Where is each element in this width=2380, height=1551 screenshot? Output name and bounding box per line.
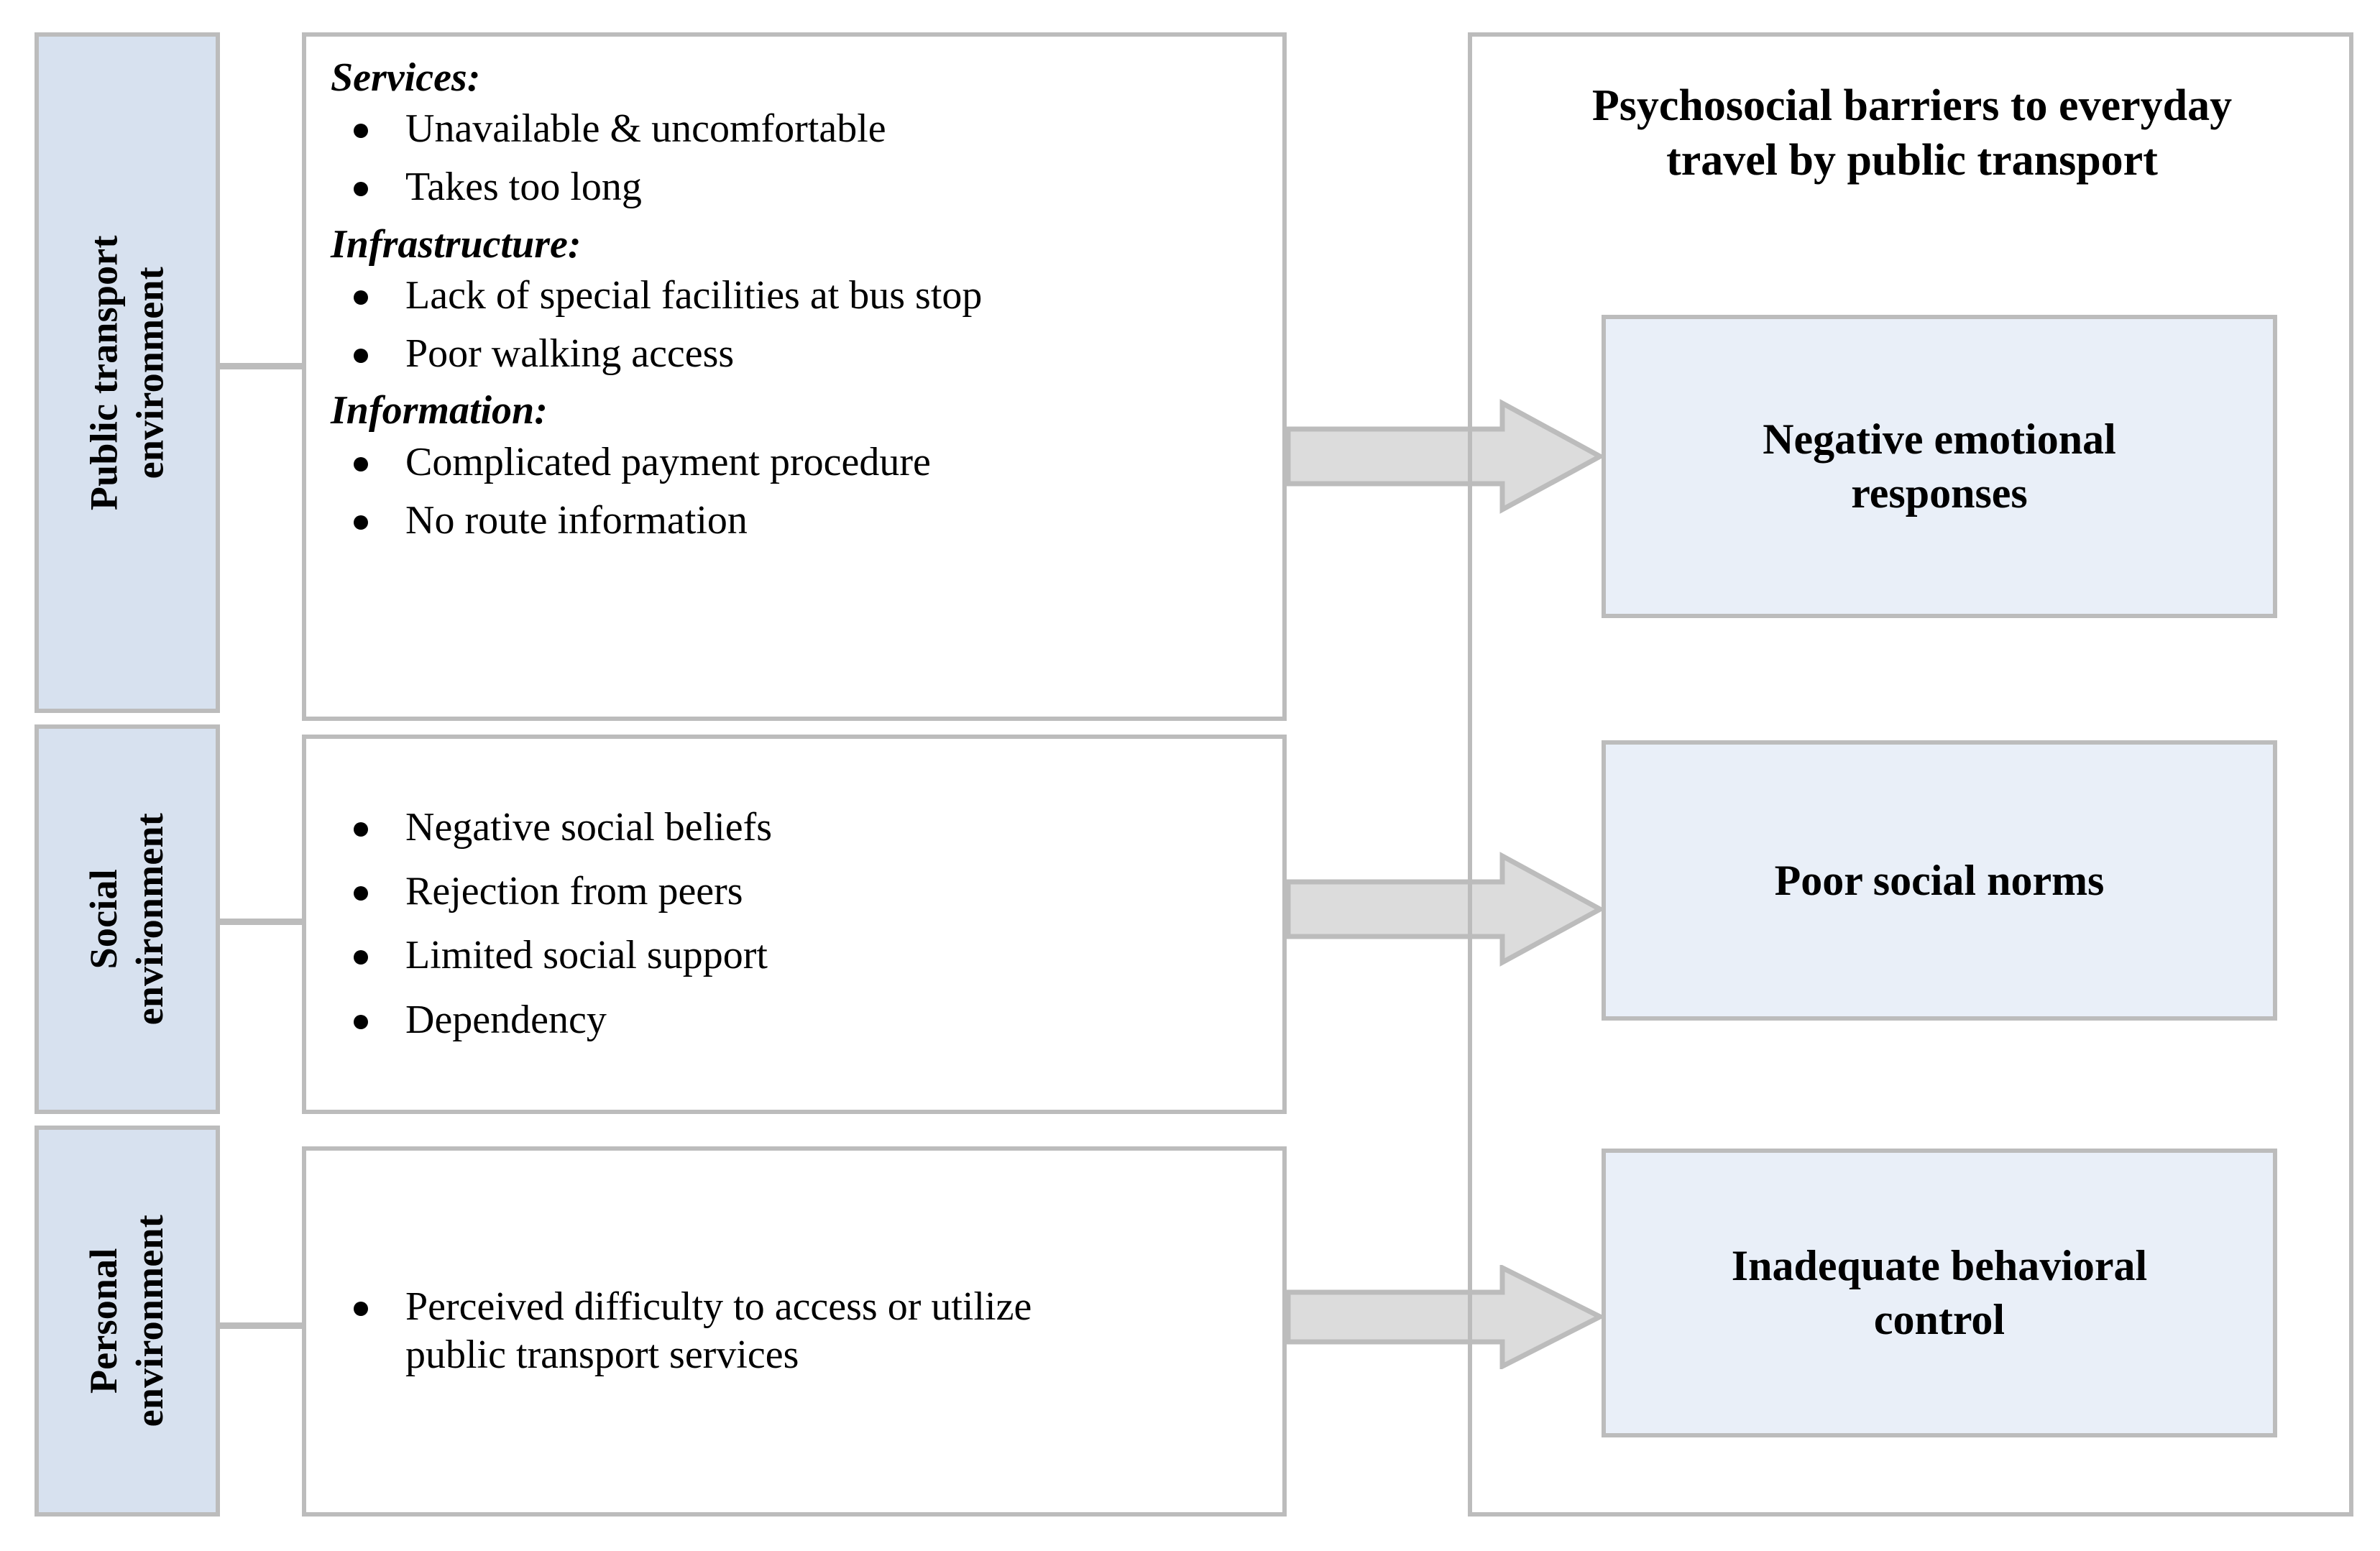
list-item: Takes too long bbox=[331, 163, 1258, 211]
category-label-line1: Public transport bbox=[82, 235, 126, 510]
connector-line-public-transport bbox=[216, 363, 306, 369]
bullet-list-services: Unavailable & uncomfortable Takes too lo… bbox=[331, 105, 1258, 211]
panel-title: Psychosocial barriers to everyday travel… bbox=[1591, 81, 2233, 185]
category-label-line2: environment bbox=[128, 266, 172, 479]
bullet-list-personal: Perceived difficulty to access or utiliz… bbox=[331, 1283, 1258, 1379]
detail-box-social[interactable]: Negative social beliefs Rejection from p… bbox=[302, 735, 1287, 1114]
connector-line-personal bbox=[216, 1322, 306, 1329]
bullet-list-information: Complicated payment procedure No route i… bbox=[331, 438, 1258, 545]
arrow-to-inadequate-behavioral-control bbox=[1287, 1265, 1603, 1369]
category-label-line1: Personal bbox=[82, 1248, 126, 1394]
category-box-personal[interactable]: Personal environment bbox=[35, 1126, 220, 1517]
group-heading-infrastructure: Infrastructure: bbox=[331, 221, 582, 267]
arrow-to-poor-social-norms bbox=[1287, 852, 1603, 967]
bullet-list-social: Negative social beliefs Rejection from p… bbox=[331, 804, 1258, 1044]
list-item: Complicated payment procedure bbox=[331, 438, 1258, 487]
list-item: Limited social support bbox=[331, 931, 1258, 980]
detail-box-personal[interactable]: Perceived difficulty to access or utiliz… bbox=[302, 1146, 1287, 1517]
list-item: Negative social beliefs bbox=[331, 804, 1258, 852]
category-label-personal: Personal environment bbox=[81, 1215, 173, 1427]
list-item: Poor walking access bbox=[331, 330, 1258, 378]
group-heading-information: Information: bbox=[331, 388, 548, 433]
category-label-social: Social environment bbox=[81, 813, 173, 1025]
connector-line-social bbox=[216, 919, 306, 925]
category-label-line2: environment bbox=[128, 813, 172, 1026]
outcome-box-negative-emotional-responses[interactable]: Negative emotional responses bbox=[1602, 315, 2277, 618]
outcome-box-poor-social-norms[interactable]: Poor social norms bbox=[1602, 740, 2277, 1021]
list-item: No route information bbox=[331, 497, 1258, 545]
category-label-line2: environment bbox=[128, 1215, 172, 1427]
category-box-social[interactable]: Social environment bbox=[35, 724, 220, 1114]
detail-box-public-transport[interactable]: Services: Unavailable & uncomfortable Ta… bbox=[302, 32, 1287, 721]
arrow-to-negative-emotional-responses bbox=[1287, 399, 1603, 514]
bullet-list-infrastructure: Lack of special facilities at bus stop P… bbox=[331, 272, 1258, 378]
right-panel-outline bbox=[1468, 32, 2353, 1517]
outcome-box-inadequate-behavioral-control[interactable]: Inadequate behavioral control bbox=[1602, 1149, 2277, 1437]
list-item: Perceived difficulty to access or utiliz… bbox=[331, 1283, 1258, 1379]
list-item: Unavailable & uncomfortable bbox=[331, 105, 1258, 153]
list-item: Dependency bbox=[331, 996, 1258, 1044]
list-item: Rejection from peers bbox=[331, 867, 1258, 916]
category-box-public-transport[interactable]: Public transport environment bbox=[35, 32, 220, 713]
category-label-line1: Social bbox=[82, 869, 126, 970]
list-item: Lack of special facilities at bus stop bbox=[331, 272, 1258, 320]
category-label-public-transport: Public transport environment bbox=[81, 235, 173, 510]
group-heading-services: Services: bbox=[331, 55, 481, 100]
